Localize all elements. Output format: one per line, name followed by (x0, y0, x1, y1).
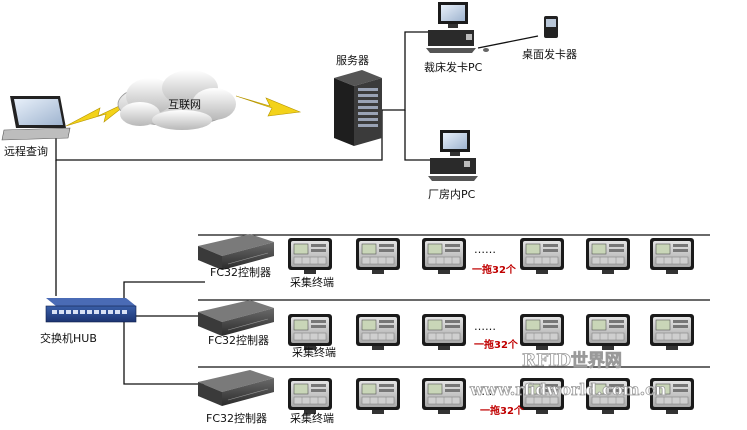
terminal-label: 采集终端 (292, 345, 336, 359)
controller-label: FC32控制器 (210, 265, 271, 279)
terminal-icon (585, 237, 631, 275)
desktop-reader-label: 桌面发卡器 (522, 47, 577, 61)
cutting-pc-label: 裁床发卡PC (424, 60, 483, 74)
terminal-icon (355, 313, 401, 351)
watermark-title: RFID世界网 (522, 351, 622, 371)
count-note: 一拖32个 (474, 338, 519, 351)
terminal-icon (519, 237, 565, 275)
controller-label: FC32控制器 (206, 411, 267, 425)
internet-label: 互联网 (168, 98, 201, 111)
desktop-pc-icon-factory (428, 130, 478, 181)
terminal-icon (287, 377, 333, 415)
terminal-label: 采集终端 (290, 411, 334, 425)
count-note: 一拖32个 (472, 263, 517, 276)
terminal-label: 采集终端 (290, 275, 334, 289)
terminal-icon (287, 237, 333, 275)
server-icon (334, 70, 382, 146)
terminal-icon (421, 237, 467, 275)
terminal-icon (649, 237, 695, 275)
factory-pc-label: 厂房内PC (428, 187, 476, 201)
server-label: 服务器 (336, 54, 369, 67)
watermark-url: www.rfidworld.com.cn (469, 380, 667, 399)
controller-row-3: FC32控制器 …… 一拖32个 采集终端 (197, 369, 695, 425)
terminal-icon (585, 313, 631, 351)
remote-query-label: 远程查询 (4, 144, 48, 158)
controller-label: FC32控制器 (208, 333, 269, 347)
internet-cloud-icon (117, 70, 236, 130)
terminal-icon (355, 377, 401, 415)
ellipsis-dots: …… (474, 243, 496, 256)
controller-row-1: FC32控制器 …… 一拖32个 采集终端 (197, 233, 695, 289)
terminal-icon (421, 313, 467, 351)
laptop-icon (1, 96, 71, 141)
switch-hub-icon (45, 298, 137, 323)
controller-row-2: FC32控制器 …… 一拖32个 采集终端 (197, 299, 695, 359)
ellipsis-dots: …… (474, 385, 496, 398)
switch-hub-label: 交换机HUB (40, 331, 97, 345)
terminal-icon (421, 377, 467, 415)
count-note: 一拖32个 (480, 404, 525, 417)
terminal-icon (287, 313, 333, 351)
terminal-icon (355, 237, 401, 275)
desktop-pc-icon-cutting (426, 2, 489, 53)
ellipsis-dots: …… (474, 320, 496, 333)
terminal-icon (519, 313, 565, 351)
lightning-bolt-right (235, 95, 302, 117)
card-reader-icon (544, 16, 558, 38)
terminal-icon (649, 313, 695, 351)
